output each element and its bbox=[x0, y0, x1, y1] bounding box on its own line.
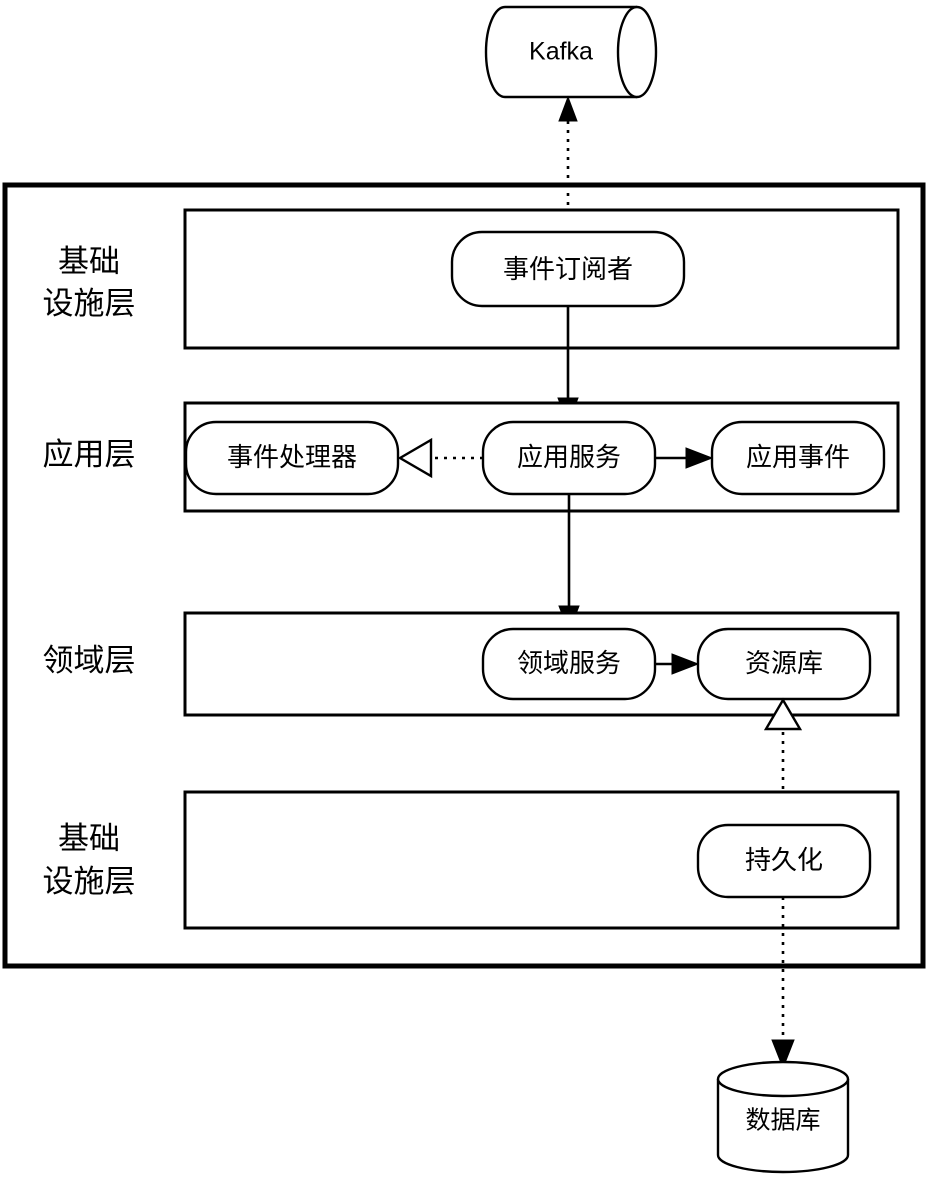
edge-persistence-to-database-arrowhead bbox=[771, 1039, 795, 1070]
layer-infrastructure-top: 基础 设施层 事件订阅者 bbox=[43, 208, 900, 350]
node-application-service[interactable]: 应用服务 bbox=[481, 420, 657, 496]
edge-app-service-to-domain-service bbox=[558, 494, 580, 634]
edge-domain-service-to-repository bbox=[655, 653, 700, 675]
node-event-handler-label: 事件处理器 bbox=[227, 442, 357, 472]
node-persistence-label: 持久化 bbox=[745, 845, 823, 875]
layer-infrastructure-bottom-label-line1: 基础 bbox=[58, 821, 120, 856]
kafka-label: Kafka bbox=[529, 38, 593, 66]
edge-app-service-to-event-handler bbox=[397, 437, 483, 479]
node-event-subscriber[interactable]: 事件订阅者 bbox=[450, 230, 686, 308]
node-persistence[interactable]: 持久化 bbox=[696, 823, 872, 899]
edge-app-service-to-app-event bbox=[655, 447, 714, 469]
database-cylinder-cap bbox=[716, 1078, 850, 1098]
layer-application: 应用层 事件处理器 应用服务 应用事件 bbox=[43, 401, 900, 513]
node-domain-service[interactable]: 领域服务 bbox=[481, 627, 657, 701]
node-domain-service-label: 领域服务 bbox=[517, 648, 621, 678]
edge-subscriber-to-kafka-arrowhead bbox=[558, 95, 578, 122]
edge-persistence-to-database bbox=[771, 897, 795, 1070]
node-repository-label: 资源库 bbox=[745, 648, 823, 678]
database-store[interactable]: 数据库 bbox=[716, 1060, 850, 1174]
system-boundary bbox=[2, 182, 926, 969]
layer-domain-label-line1: 领域层 bbox=[43, 643, 136, 678]
node-application-service-label: 应用服务 bbox=[517, 442, 621, 472]
edge-domain-service-to-repository-arrowhead bbox=[671, 653, 700, 675]
layer-infrastructure-top-label-line1: 基础 bbox=[58, 244, 120, 279]
edge-persistence-to-repository bbox=[763, 697, 803, 825]
layer-infrastructure-top-label-line2: 设施层 bbox=[43, 286, 136, 321]
layer-application-label-line1: 应用层 bbox=[43, 437, 136, 472]
kafka-store[interactable]: Kafka bbox=[484, 5, 658, 99]
edge-persistence-to-repository-arrowhead bbox=[763, 697, 803, 731]
edge-app-service-to-app-event-arrowhead bbox=[685, 447, 714, 469]
node-application-event[interactable]: 应用事件 bbox=[710, 420, 886, 496]
layer-infrastructure-bottom: 基础 设施层 持久化 bbox=[43, 790, 900, 930]
node-repository[interactable]: 资源库 bbox=[696, 627, 872, 701]
edge-app-service-to-event-handler-arrowhead bbox=[397, 437, 433, 479]
layer-infrastructure-bottom-label-line2: 设施层 bbox=[43, 864, 136, 899]
layer-domain: 领域层 领域服务 资源库 bbox=[43, 611, 900, 717]
node-application-event-label: 应用事件 bbox=[746, 442, 850, 472]
database-label: 数据库 bbox=[745, 1107, 820, 1135]
kafka-cylinder-cap bbox=[616, 5, 638, 99]
node-event-handler[interactable]: 事件处理器 bbox=[184, 420, 400, 496]
node-event-subscriber-label: 事件订阅者 bbox=[503, 254, 633, 284]
